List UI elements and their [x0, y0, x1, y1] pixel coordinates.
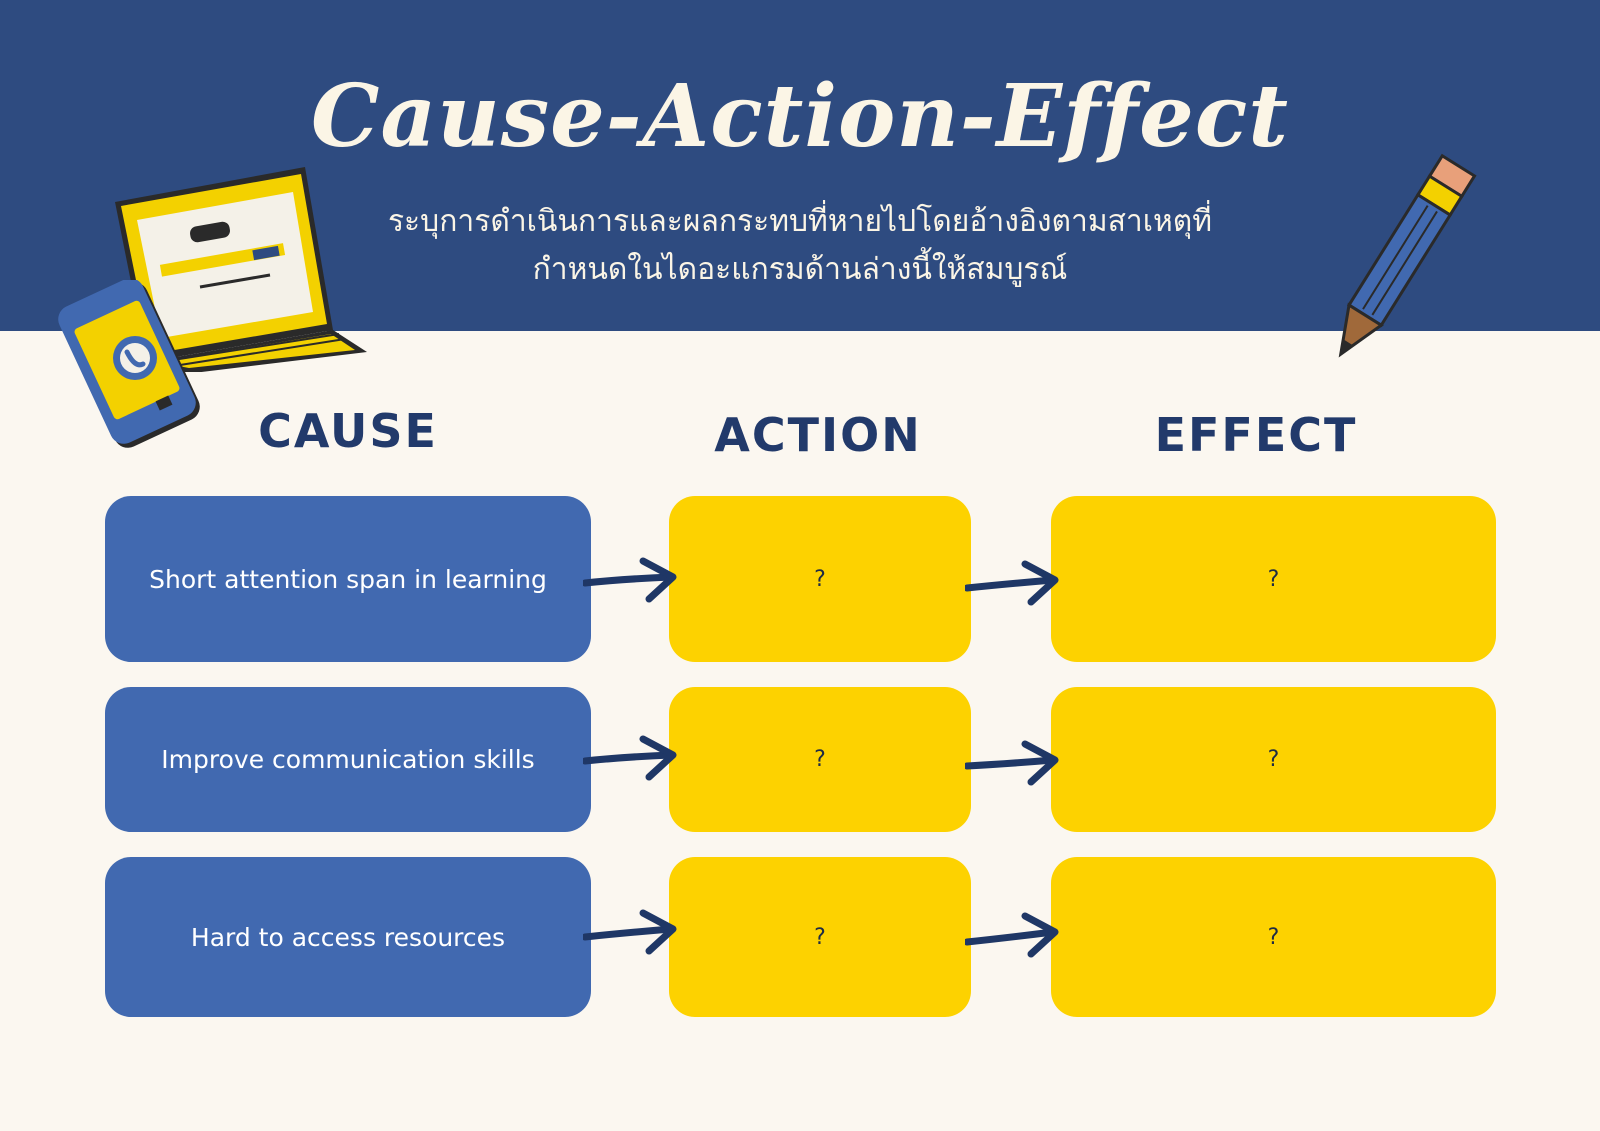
arrow-right-icon — [583, 909, 677, 955]
cause-text: Short attention span in learning — [149, 564, 547, 594]
effect-box[interactable]: ? — [1051, 496, 1496, 662]
arrow-right-icon — [965, 560, 1059, 606]
column-header-effect: EFFECT — [1154, 408, 1358, 462]
laptop-icon — [115, 167, 367, 372]
cause-text: Hard to access resources — [190, 922, 506, 952]
smartphone-icon — [58, 280, 200, 448]
cause-box: Improve communication skills — [105, 687, 591, 832]
column-header-cause: CAUSE — [258, 404, 438, 458]
effect-box[interactable]: ? — [1051, 687, 1496, 832]
page-subtitle: ระบุการดำเนินการและผลกระทบที่หายไปโดยอ้า… — [387, 204, 1213, 287]
action-text: ? — [814, 566, 826, 592]
effect-text: ? — [1267, 924, 1280, 950]
cause-box: Hard to access resources — [105, 857, 591, 1017]
arrow-right-icon — [965, 912, 1059, 958]
arrow-right-icon — [965, 740, 1059, 786]
page-title: Cause-Action-Effect — [311, 66, 1289, 167]
column-header-action: ACTION — [714, 408, 922, 462]
action-text: ? — [814, 924, 826, 950]
action-box[interactable]: ? — [669, 857, 971, 1017]
action-box[interactable]: ? — [669, 496, 971, 662]
cause-text: Improve communication skills — [161, 745, 535, 774]
arrow-right-icon — [583, 557, 677, 603]
effect-text: ? — [1267, 566, 1280, 592]
effect-box[interactable]: ? — [1051, 857, 1496, 1017]
arrow-right-icon — [583, 735, 677, 781]
effect-text: ? — [1267, 747, 1280, 772]
cause-box: Short attention span in learning — [105, 496, 591, 662]
action-text: ? — [814, 747, 826, 772]
pencil-icon — [1338, 153, 1477, 358]
action-box[interactable]: ? — [669, 687, 971, 832]
